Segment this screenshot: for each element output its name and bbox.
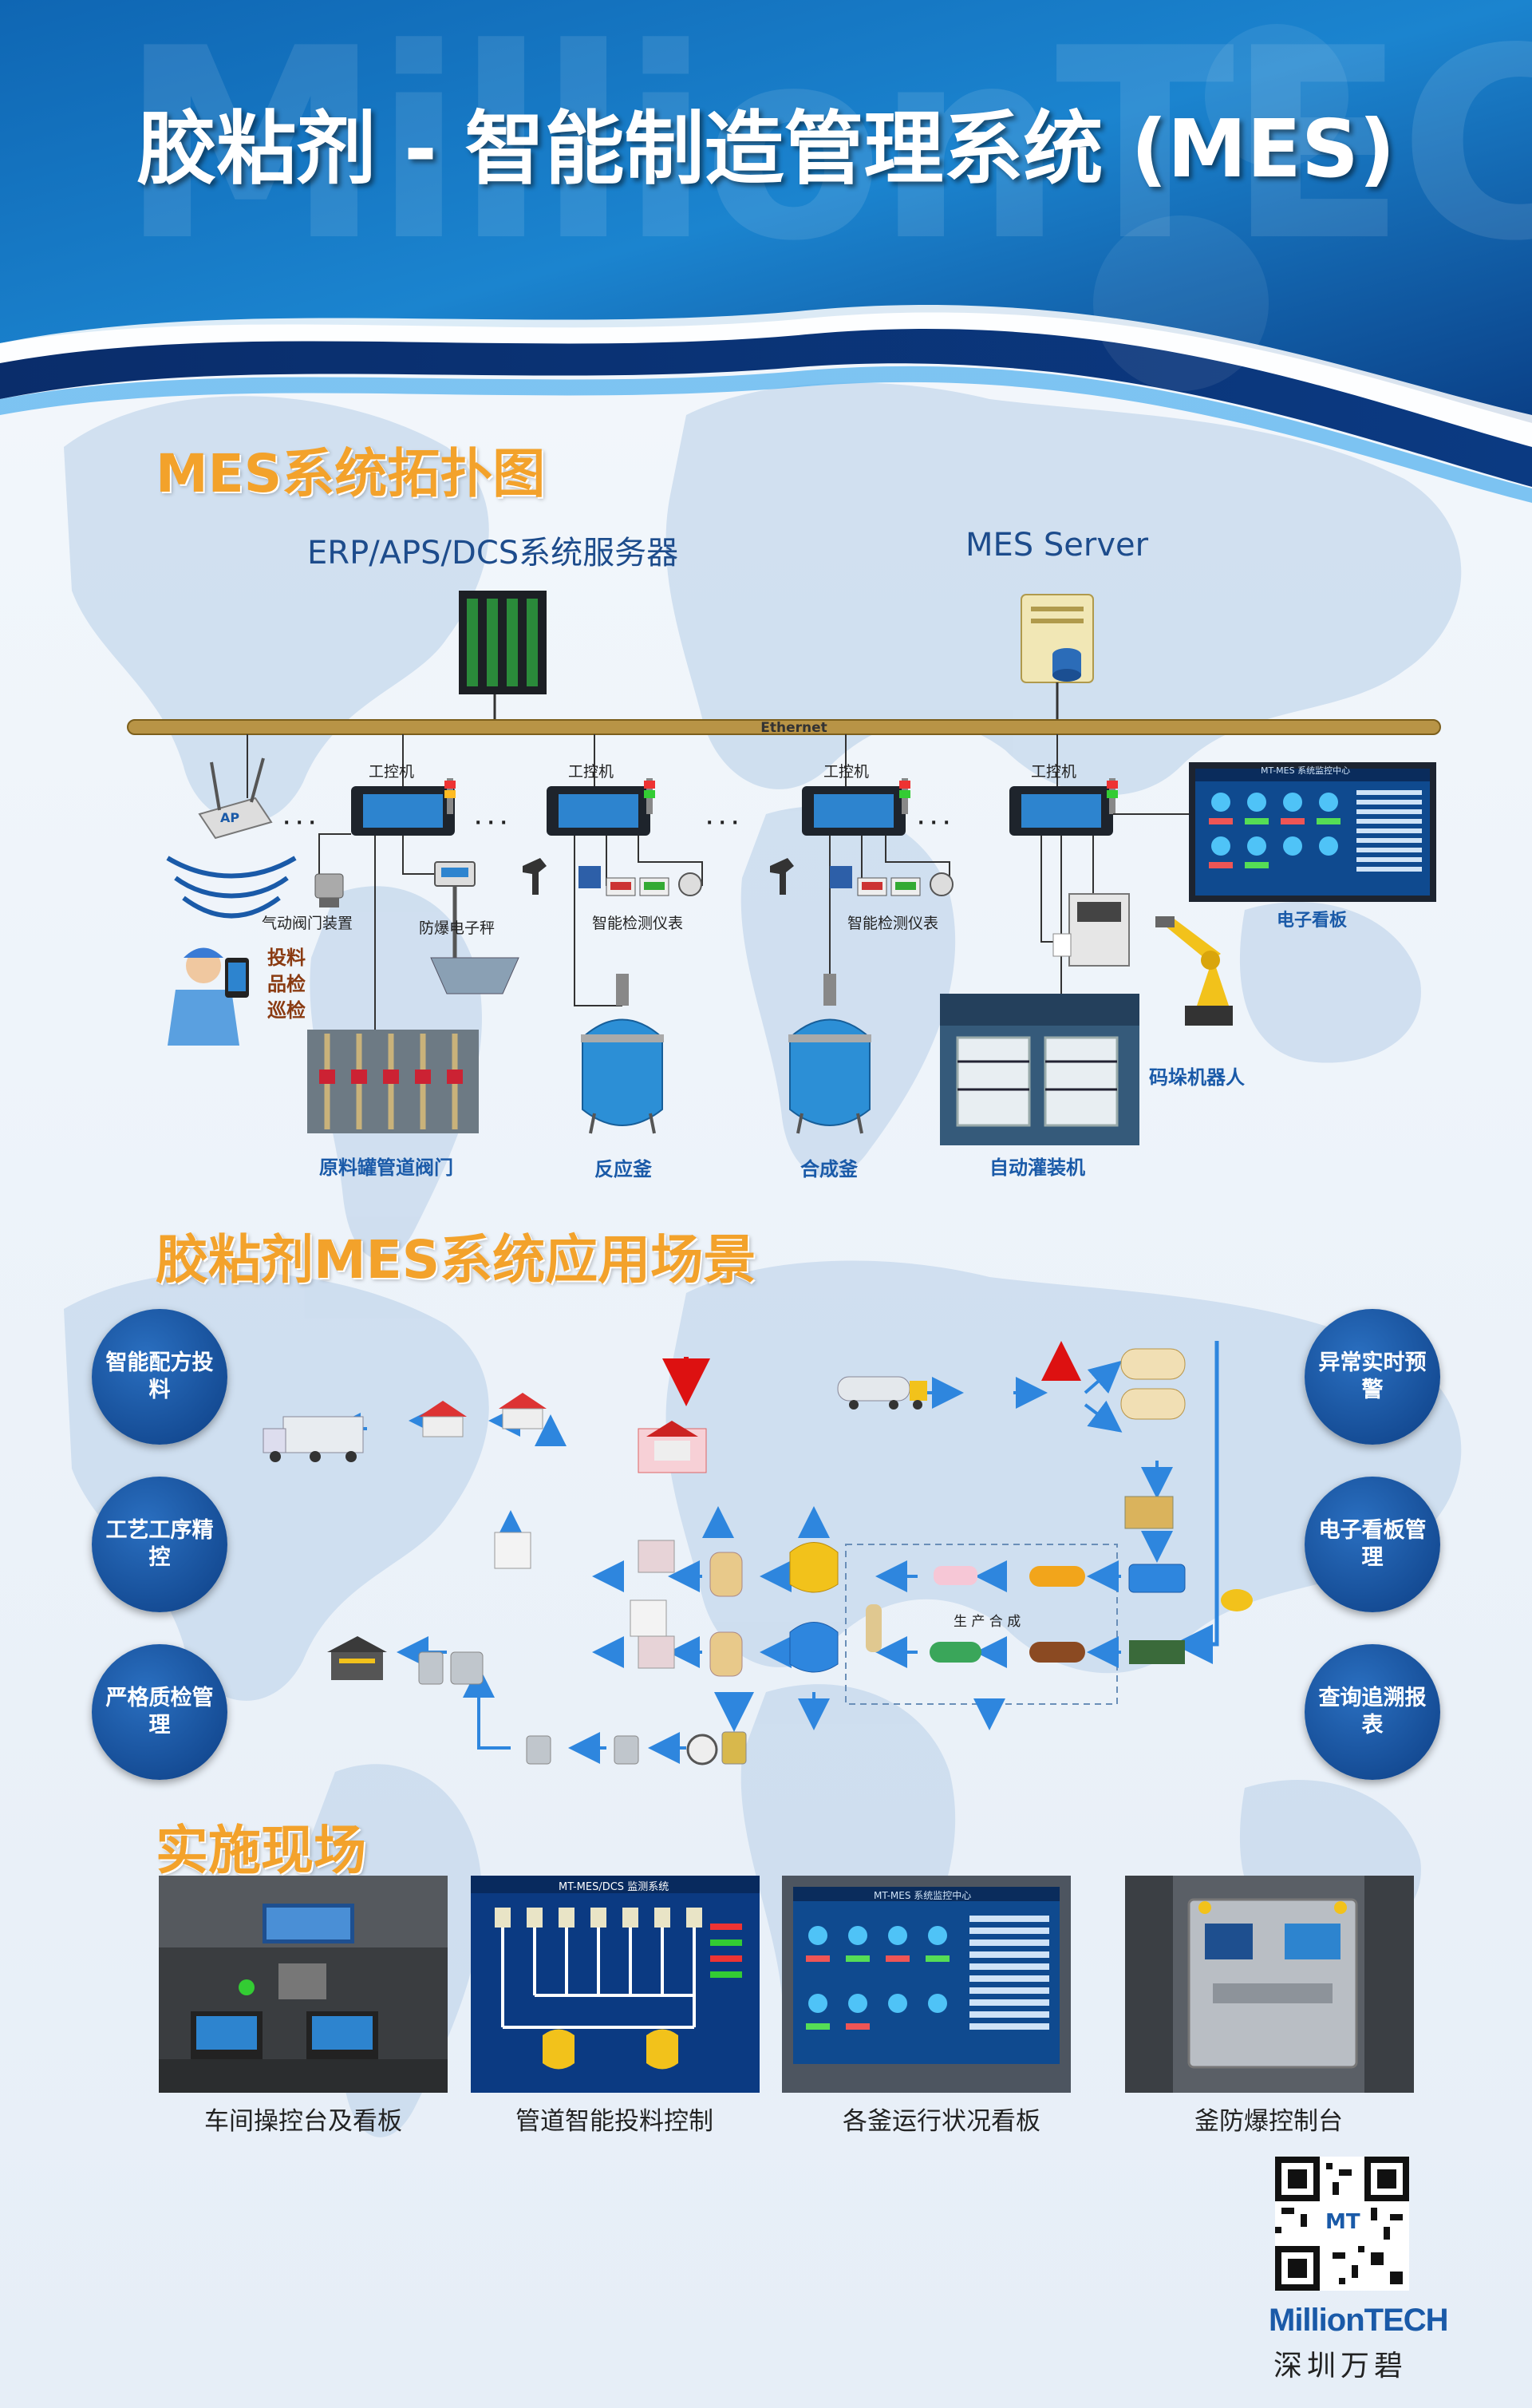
mes-server-icon (1021, 594, 1094, 722)
site-photo-kettle-board (782, 1876, 1071, 2093)
synth-label: 合成釜 (800, 1158, 858, 1180)
brand-name: MillionTECH (1269, 2303, 1449, 2338)
meters-label-1: 智能检测仪表 (592, 915, 684, 932)
caption-pipe-feeding: 管道智能投料控制 (515, 2107, 713, 2136)
reactor-label: 反应釜 (594, 1158, 652, 1180)
qr-code[interactable] (1275, 2157, 1409, 2291)
page-title: 胶粘剂 - 智能制造管理系统 (MES) (136, 102, 1396, 196)
screen3-title: MT-MES 系统监控中心 (874, 1890, 972, 1901)
svg-text:· · ·: · · · (706, 813, 738, 833)
ipc-label-4: 工控机 (1031, 763, 1077, 781)
electronic-board-screen (1189, 762, 1436, 902)
building-icons (419, 1393, 547, 1437)
meters-icon-1 (578, 866, 702, 896)
ethernet-label: Ethernet (760, 720, 827, 736)
erp-server-icon (459, 591, 547, 722)
qr-logo-mark: MT (1325, 2210, 1360, 2234)
feature-recipe-feeding: 智能配方投料 (92, 1309, 227, 1445)
synth-vessel (788, 974, 871, 1134)
production-synth-label: 生 产 合 成 (954, 1614, 1021, 1630)
scenario-flow-diagram (263, 1341, 1253, 1765)
filling-machine-photo (940, 994, 1139, 1145)
flow-reactors (709, 1542, 839, 1677)
palletizing-robot-icon (1155, 916, 1233, 1026)
erp-server-label: ERP/APS/DCS系统服务器 (307, 535, 679, 571)
section-title-topology: MES系统拓扑图 (156, 443, 546, 504)
site-photo-workshop (159, 1876, 448, 2093)
filler-label: 自动灌装机 (989, 1157, 1085, 1179)
caption-workshop: 车间操控台及看板 (204, 2107, 402, 2136)
ipc-label-1: 工控机 (369, 763, 415, 781)
meters-label-2: 智能检测仪表 (847, 915, 939, 932)
worker-pda-icon (168, 947, 249, 1046)
valve-device-label: 气动阀门装置 (262, 915, 353, 932)
pda-action-patrol: 巡检 (267, 999, 306, 1022)
feature-quality-control: 严格质检管理 (92, 1644, 227, 1780)
reactor-vessel-1 (581, 974, 664, 1134)
svg-text:AP: AP (220, 810, 239, 825)
feature-process-control: 工艺工序精控 (92, 1477, 227, 1612)
caption-console: 釜防爆控制台 (1194, 2107, 1343, 2136)
inspection-house (327, 1636, 387, 1680)
pneumatic-valve-icon (314, 873, 344, 907)
site-photo-pipe-feeding (471, 1876, 760, 2093)
feature-trace-report: 查询追溯报表 (1305, 1644, 1440, 1780)
svg-text:· · ·: · · · (475, 813, 507, 833)
pda-action-qc: 品检 (267, 973, 306, 995)
ap-router-icon: AP (166, 757, 297, 919)
topology-diagram: Ethernet (127, 591, 1441, 1145)
dashboard-title-text: MT-MES 系统监控中心 (1261, 765, 1351, 776)
ipc-label-2: 工控机 (568, 763, 614, 781)
tanker-icon (837, 1376, 927, 1410)
truck-icon (263, 1416, 364, 1462)
screen2-title: MT-MES/DCS 监测系统 (559, 1881, 669, 1893)
header-banner (0, 0, 1532, 503)
svg-text:· · ·: · · · (283, 813, 315, 833)
pipe-valves-label: 原料罐管道阀门 (319, 1157, 453, 1179)
svg-text:· · ·: · · · (918, 813, 950, 833)
brand-chinese-name: 深圳万碧 (1273, 2350, 1408, 2382)
mes-server-label: MES Server (965, 527, 1149, 563)
section-title-site: 实施现场 (156, 1820, 366, 1881)
scale-label: 防爆电子秤 (419, 919, 496, 937)
feature-board: 电子看板管理 (1305, 1477, 1440, 1612)
ipc-label-3: 工控机 (823, 763, 870, 781)
robot-label: 码垛机器人 (1149, 1066, 1245, 1089)
storage-tanks (1120, 1348, 1253, 1664)
label-printer-icon (1052, 893, 1130, 967)
caption-kettle-board: 各釜运行状况看板 (843, 2107, 1040, 2136)
site-photo-explosion-proof-console (1125, 1876, 1414, 2093)
meters-icon-2 (830, 866, 954, 896)
section-title-scenarios: 胶粘剂MES系统应用场景 (156, 1229, 756, 1291)
scale-icon (430, 861, 519, 994)
pipe-valves-photo (307, 1030, 479, 1133)
board-label: 电子看板 (1277, 911, 1348, 931)
feature-alarm: 异常实时预警 (1305, 1309, 1440, 1445)
warehouse-icon-red (638, 1421, 707, 1473)
brand-watermark: MillionTECH (120, 0, 1532, 299)
pda-action-feed: 投料 (267, 947, 306, 969)
